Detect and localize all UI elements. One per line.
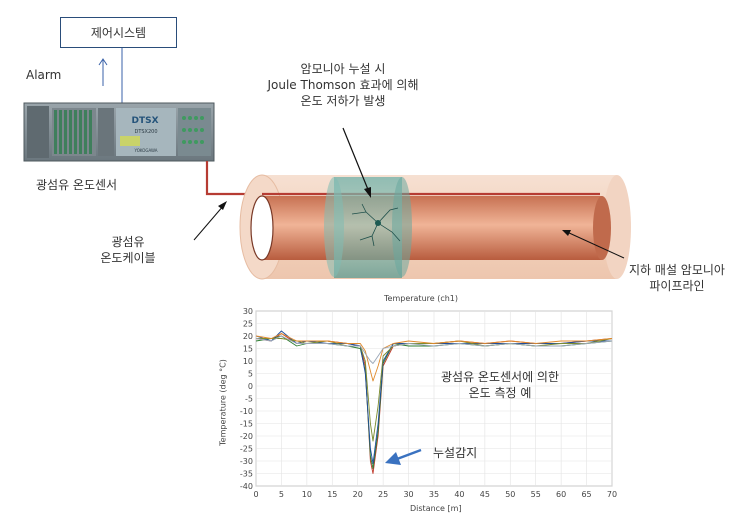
x-tick-label: 15 (327, 490, 337, 499)
alarm-label: Alarm (26, 68, 62, 82)
y-tick-label: 30 (243, 307, 253, 316)
y-tick-label: 25 (243, 320, 253, 329)
cable-label-line-2: 온도케이블 (100, 251, 156, 265)
x-tick-label: 65 (581, 490, 591, 499)
y-tick-label: -25 (240, 445, 253, 454)
leak-detect-arrowhead (385, 452, 401, 465)
y-tick-label: -40 (240, 482, 253, 491)
series-line-5 (255, 333, 613, 382)
device-model: DTSX200 (134, 129, 157, 135)
pipeline-label: 지하 매설 암모니아 파이프라인 (615, 262, 739, 294)
leak-detect-label: 누설감지 (433, 446, 478, 460)
dts-device: DTSX DTSX200 YOKOGAWA (23, 102, 215, 162)
measurement-note-line-1: 광섬유 온도센서에 의한 (440, 370, 560, 384)
x-tick-label: 10 (302, 490, 312, 499)
y-tick-label: 0 (248, 382, 253, 391)
leak-detect-arrow (396, 448, 422, 461)
pipeline-label-line-2: 파이프라인 (649, 279, 705, 293)
measurement-note-line-2: 온도 측정 예 (468, 386, 532, 400)
device-brand: DTSX (131, 116, 158, 126)
y-tick-label: -30 (240, 457, 253, 466)
control-system-box: 제어시스템 (60, 17, 177, 48)
alarm-arrow (98, 58, 108, 86)
leak-note-line-1: 암모니아 누설 시 (300, 62, 386, 76)
control-system-label: 제어시스템 (90, 26, 147, 40)
x-tick-label: 0 (253, 490, 258, 499)
x-tick-label: 40 (454, 490, 464, 499)
x-tick-label: 35 (429, 490, 439, 499)
ammonia-pipeline (239, 174, 631, 280)
leak-pointer-arrow (342, 127, 371, 198)
x-tick-label: 30 (403, 490, 413, 499)
pipeline-label-line-1: 지하 매설 암모니아 (629, 263, 725, 277)
x-tick-label: 70 (607, 490, 617, 499)
x-tick-label: 25 (378, 490, 388, 499)
sensor-label: 광섬유 온도센서 (36, 178, 118, 192)
y-tick-label: -35 (240, 470, 253, 479)
cable-pointer-arrow (193, 201, 227, 241)
chart-xlabel: Distance [m] (410, 504, 462, 513)
x-tick-label: 45 (480, 490, 490, 499)
cable-label: 광섬유 온도케이블 (78, 234, 178, 266)
y-tick-label: 20 (243, 332, 253, 341)
leak-note-line-2: Joule Thomson 효과에 의해 (267, 78, 419, 92)
leak-note-line-3: 온도 저하가 발생 (300, 94, 386, 108)
y-tick-label: -10 (240, 407, 253, 416)
x-tick-label: 50 (505, 490, 515, 499)
device-maker: YOKOGAWA (133, 148, 157, 153)
series-line-6 (255, 335, 613, 364)
measurement-note: 광섬유 온도센서에 의한 온도 측정 예 (420, 369, 580, 401)
y-tick-label: 15 (243, 345, 253, 354)
x-tick-label: 20 (353, 490, 363, 499)
y-tick-label: -20 (240, 432, 253, 441)
x-tick-label: 55 (531, 490, 541, 499)
chart-title: Temperature (ch1) (384, 294, 459, 303)
y-tick-label: 5 (248, 370, 253, 379)
y-tick-label: -5 (245, 395, 253, 404)
x-tick-label: 5 (279, 490, 284, 499)
cable-label-line-1: 광섬유 (111, 235, 145, 249)
y-tick-label: 10 (243, 357, 253, 366)
leak-note: 암모니아 누설 시 Joule Thomson 효과에 의해 온도 저하가 발생 (248, 61, 438, 109)
y-tick-label: -15 (240, 420, 253, 429)
x-tick-label: 60 (556, 490, 566, 499)
series-line-3 (255, 330, 612, 464)
pipeline-pointer-arrow (562, 230, 625, 259)
